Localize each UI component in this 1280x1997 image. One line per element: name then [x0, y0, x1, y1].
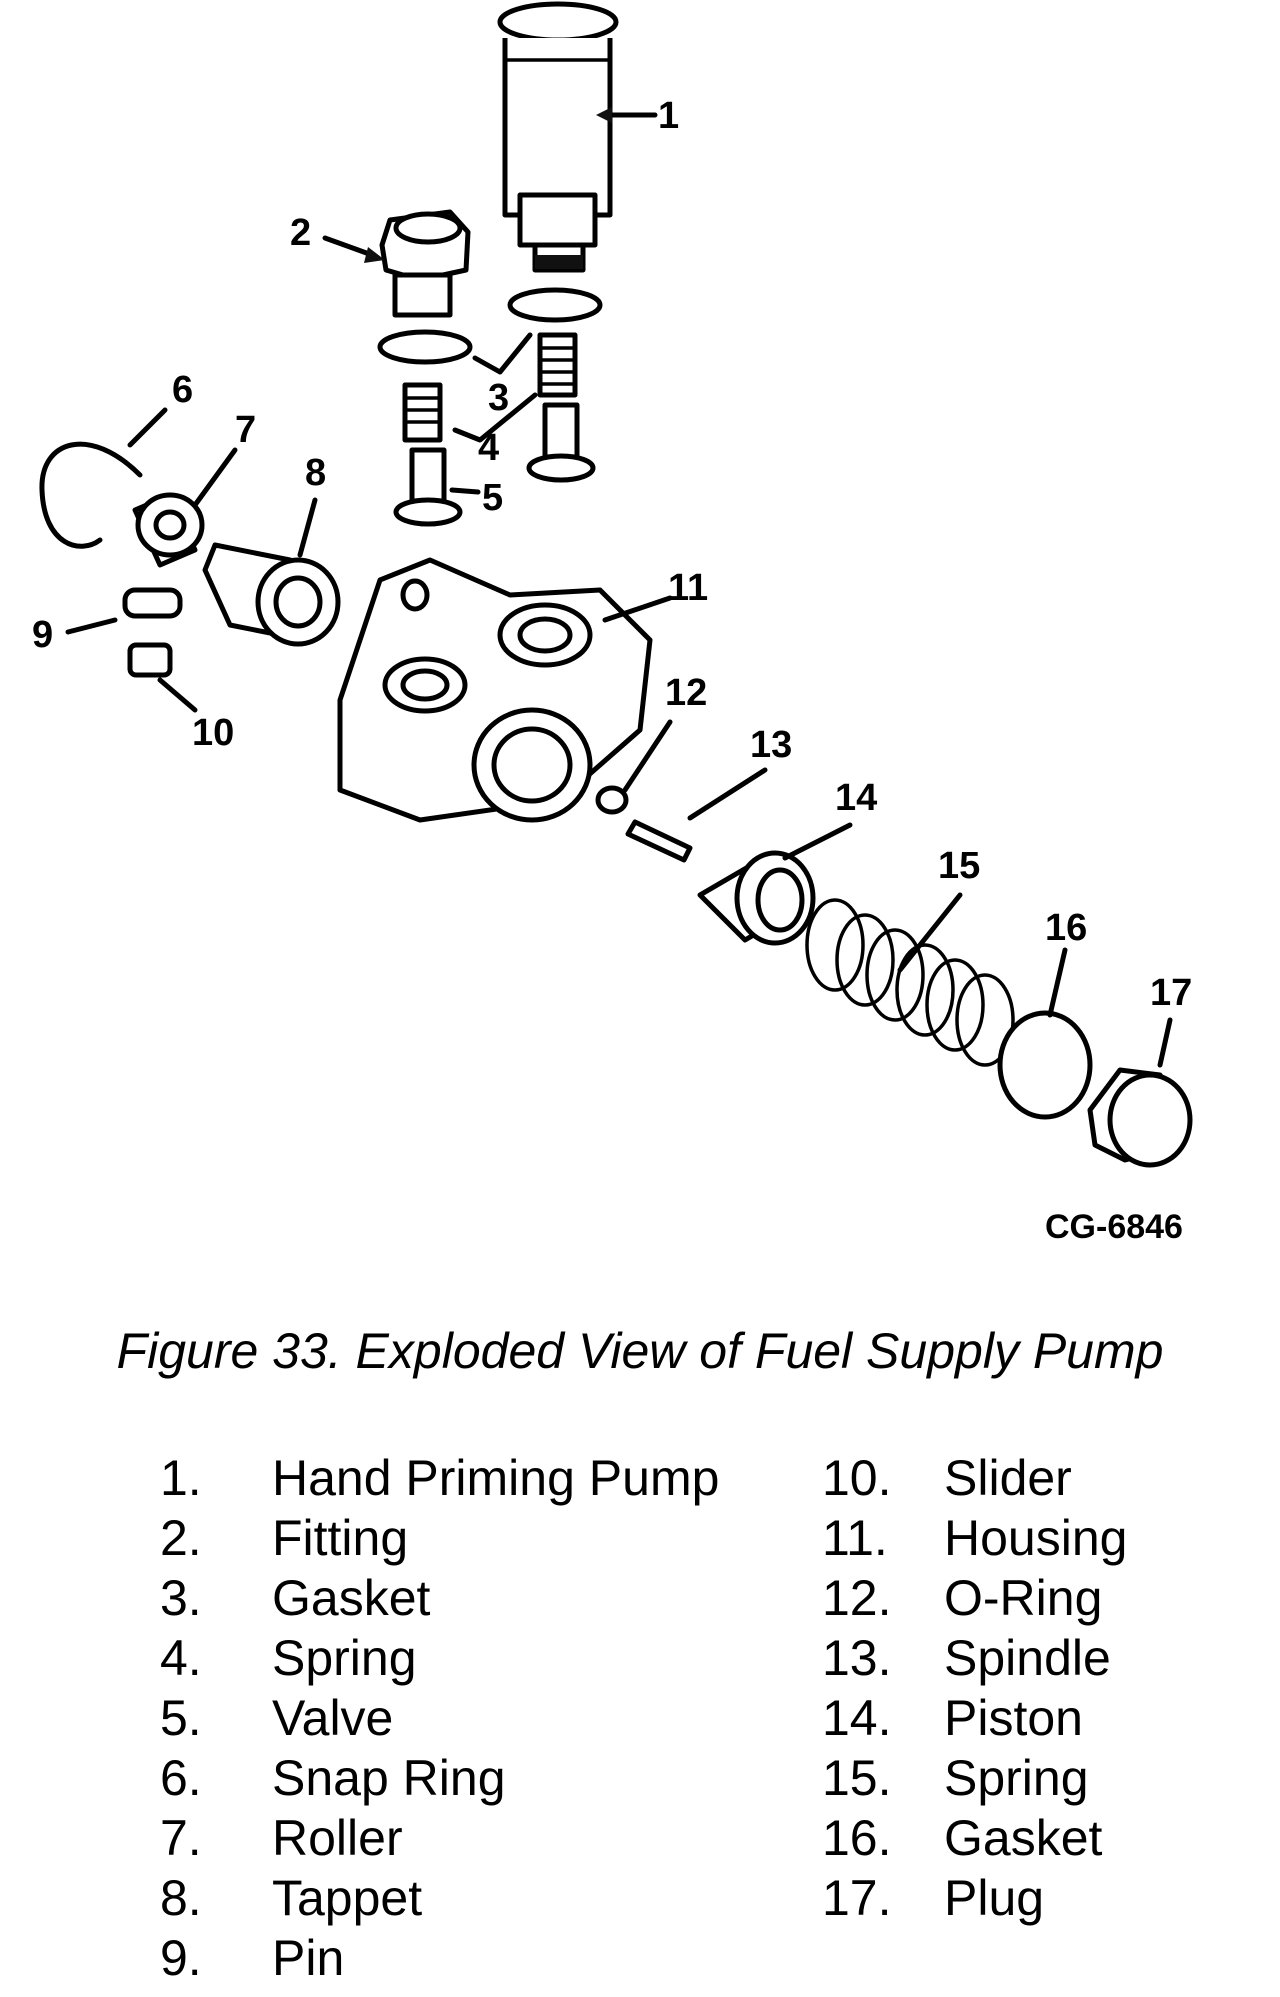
parts-list-item: 16. Gasket: [822, 1808, 1127, 1868]
part-number: 3.: [160, 1570, 202, 1626]
part-name: Hand Priming Pump: [272, 1450, 720, 1506]
parts-list-right: 10. Slider 11. Housing 12. O-Ring 13. Spindl…: [822, 1448, 1127, 1928]
callout-15: 15: [938, 845, 980, 887]
callout-14: 14: [835, 777, 877, 819]
callout-5: 5: [482, 477, 503, 519]
part-number: 16.: [822, 1810, 892, 1866]
parts-list-item: 11. Housing: [822, 1508, 1127, 1568]
part-number: 11.: [822, 1510, 888, 1566]
callout-13: 13: [750, 724, 792, 766]
figure-caption: Figure 33. Exploded View of Fuel Supply …: [116, 1323, 1164, 1379]
part-number: 7.: [160, 1810, 202, 1866]
drawing-code: CG-6846: [1045, 1208, 1183, 1246]
valve-part: [526, 402, 596, 483]
callout-4: 4: [478, 427, 499, 469]
parts-list-item: 6. Snap Ring: [160, 1748, 719, 1808]
parts-list-item: 14. Piston: [822, 1688, 1127, 1748]
callout-12: 12: [665, 672, 707, 714]
callout-10: 10: [192, 712, 234, 754]
callout-2: 2: [290, 212, 311, 254]
part-name: Gasket: [944, 1810, 1103, 1866]
callout-labels: 1 2 3 4 5 6 7 8 9 10 11 12 13 14 15 16 1…: [32, 95, 1192, 1014]
callout-3: 3: [488, 377, 509, 419]
part-number: 2.: [160, 1510, 202, 1566]
part-number: 8.: [160, 1870, 202, 1926]
parts-list-item: 1. Hand Priming Pump: [160, 1448, 719, 1508]
parts-list-item: 2. Fitting: [160, 1508, 719, 1568]
spindle-part: [625, 819, 693, 863]
part-name: Fitting: [272, 1510, 409, 1566]
valve-part: [393, 447, 463, 527]
gasket-part: [997, 1010, 1093, 1120]
pin-part: [122, 587, 183, 619]
parts-list-item: 4. Spring: [160, 1628, 719, 1688]
fitting-part: [379, 209, 471, 318]
parts-list-item: 8. Tappet: [160, 1868, 719, 1928]
part-name: Gasket: [272, 1570, 431, 1626]
callout-7: 7: [235, 409, 256, 451]
callout-1: 1: [658, 95, 679, 137]
spring-part: [537, 332, 578, 398]
snap-ring-part: [39, 441, 143, 549]
parts-list-item: 5. Valve: [160, 1688, 719, 1748]
hand-priming-pump-part: [497, 1, 619, 273]
parts-list-item: 3. Gasket: [160, 1568, 719, 1628]
tappet-part: [202, 542, 341, 647]
roller-part: [132, 492, 205, 568]
spring-part: [805, 898, 1015, 1067]
parts-list-item: 13. Spindle: [822, 1628, 1127, 1688]
part-name: Spring: [944, 1750, 1089, 1806]
part-name: Slider: [944, 1450, 1072, 1506]
callout-8: 8: [305, 452, 326, 494]
spring-part: [402, 382, 443, 443]
callout-9: 9: [32, 614, 53, 656]
parts-list-item: 10. Slider: [822, 1448, 1127, 1508]
part-number: 12.: [822, 1570, 892, 1626]
leader-lines: [65, 107, 1173, 1068]
exploded-view-diagram: 1 2 3 4 5 6 7 8 9 10 11 12 13 14 15 16 1…: [32, 1, 1193, 1246]
part-number: 10.: [822, 1450, 892, 1506]
part-number: 14.: [822, 1690, 892, 1746]
slider-part: [127, 642, 173, 678]
part-name: Spindle: [944, 1630, 1111, 1686]
part-number: 6.: [160, 1750, 202, 1806]
part-number: 5.: [160, 1690, 202, 1746]
part-name: Roller: [272, 1810, 403, 1866]
gasket-part: [507, 287, 603, 323]
part-number: 9.: [160, 1930, 202, 1986]
housing-part: [337, 557, 653, 823]
part-number: 4.: [160, 1630, 202, 1686]
part-name: Pin: [272, 1930, 345, 1986]
part-number: 1.: [160, 1450, 202, 1506]
part-name: Plug: [944, 1870, 1045, 1926]
part-name: Tappet: [272, 1870, 423, 1926]
plug-part: [1087, 1067, 1193, 1168]
part-name: Valve: [272, 1690, 394, 1746]
callout-6: 6: [172, 369, 193, 411]
parts-list-left: 1. Hand Priming Pump 2. Fitting 3. Gasket 4…: [160, 1448, 719, 1988]
callout-17: 17: [1150, 972, 1192, 1014]
callout-16: 16: [1045, 907, 1087, 949]
part-number: 13.: [822, 1630, 892, 1686]
part-number: 17.: [822, 1870, 892, 1926]
gasket-part: [377, 329, 473, 365]
part-name: Piston: [944, 1690, 1083, 1746]
parts-list-item: 9. Pin: [160, 1928, 719, 1988]
parts-list-item: 12. O-Ring: [822, 1568, 1127, 1628]
part-name: Housing: [944, 1510, 1128, 1566]
parts-list-item: 7. Roller: [160, 1808, 719, 1868]
parts-list-item: 15. Spring: [822, 1748, 1127, 1808]
part-name: O-Ring: [944, 1570, 1103, 1626]
part-number: 15.: [822, 1750, 892, 1806]
parts-list-item: 17. Plug: [822, 1868, 1127, 1928]
callout-11: 11: [668, 567, 708, 609]
o-ring-part: [595, 785, 629, 815]
part-name: Snap Ring: [272, 1750, 506, 1806]
part-name: Spring: [272, 1630, 417, 1686]
piston-part: [697, 850, 816, 946]
